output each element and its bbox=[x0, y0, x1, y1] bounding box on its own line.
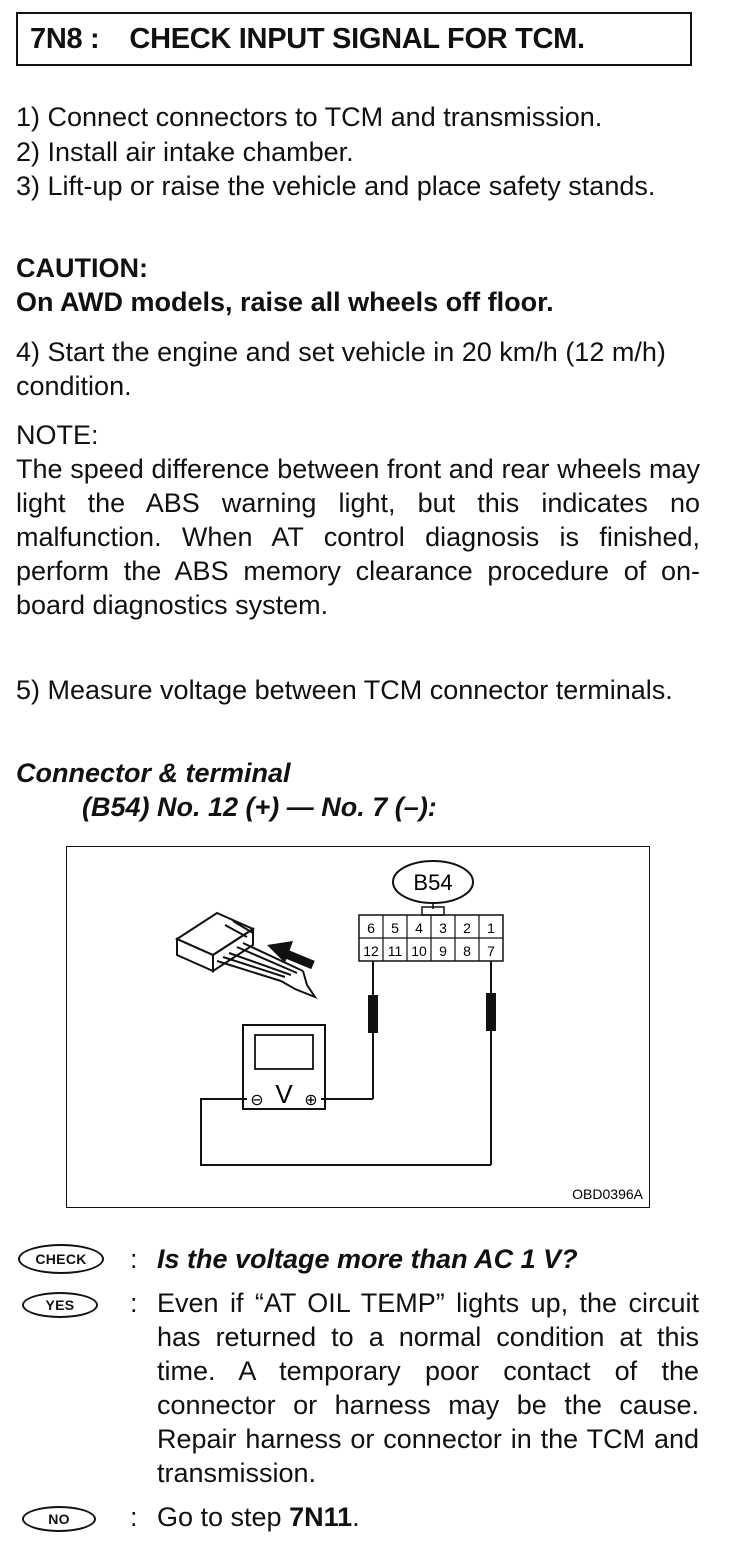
check-question: Is the voltage more than AC 1 V? bbox=[157, 1244, 578, 1274]
connector-spec: (B54) No. 12 (+) — No. 7 (–): bbox=[82, 792, 437, 822]
figure-id: OBD0396A bbox=[572, 1186, 643, 1202]
pin-label: 3 bbox=[439, 920, 447, 936]
connector-latch bbox=[421, 906, 445, 916]
caution-label: CAUTION: bbox=[16, 253, 148, 283]
voltmeter-body bbox=[242, 1024, 326, 1110]
pin-label: 2 bbox=[463, 920, 471, 936]
pin-label: 7 bbox=[487, 943, 495, 959]
yes-text: Even if “AT OIL TEMP” lights up, the cir… bbox=[157, 1288, 699, 1488]
step-1: 1) Connect connectors to TCM and transmi… bbox=[16, 102, 603, 132]
step-title: CHECK INPUT SIGNAL FOR TCM. bbox=[129, 22, 585, 55]
step-3: 3) Lift-up or raise the vehicle and plac… bbox=[16, 171, 656, 201]
wiring-diagram: 6 5 4 3 2 1 12 11 10 9 8 7 B54 bbox=[66, 846, 650, 1208]
no-badge: NO bbox=[22, 1506, 96, 1532]
pin-label: 1 bbox=[487, 920, 495, 936]
pin-label: 9 bbox=[439, 943, 447, 959]
next-step-link: 7N11 bbox=[289, 1502, 353, 1532]
note-text: The speed difference between front and r… bbox=[16, 454, 700, 620]
pin-label: 11 bbox=[388, 943, 403, 959]
pin-label: 8 bbox=[463, 943, 471, 959]
pin-label: 6 bbox=[367, 920, 375, 936]
plus-terminal: ⊕ bbox=[304, 1090, 317, 1109]
pin-label: 12 bbox=[363, 943, 379, 959]
connector-heading: Connector & terminal bbox=[16, 758, 291, 788]
step-code: 7N8 : bbox=[30, 22, 100, 55]
arrow-icon bbox=[267, 941, 315, 970]
yes-colon: : bbox=[130, 1288, 138, 1318]
step-2: 2) Install air intake chamber. bbox=[16, 137, 354, 167]
pin-label: 4 bbox=[415, 920, 423, 936]
pin-label: 10 bbox=[411, 943, 427, 959]
yes-badge: YES bbox=[22, 1292, 98, 1318]
no-colon: : bbox=[130, 1502, 138, 1532]
connector-illustration bbox=[174, 911, 318, 1000]
probe-left bbox=[368, 995, 378, 1033]
voltmeter-symbol: V bbox=[275, 1079, 293, 1109]
caution-text: On AWD models, raise all wheels off floo… bbox=[16, 287, 554, 317]
step-title-box: 7N8 : CHECK INPUT SIGNAL FOR TCM. bbox=[16, 12, 692, 66]
check-colon: : bbox=[130, 1244, 138, 1274]
voltmeter-display bbox=[254, 1034, 314, 1070]
step-4: 4) Start the engine and set vehicle in 2… bbox=[16, 337, 666, 401]
diagram-svg: 6 5 4 3 2 1 12 11 10 9 8 7 B54 bbox=[174, 860, 644, 1202]
minus-terminal: ⊖ bbox=[250, 1090, 263, 1109]
note-label: NOTE: bbox=[16, 420, 99, 450]
pin-label: 5 bbox=[391, 920, 399, 936]
no-text: Go to step 7N11. bbox=[157, 1502, 360, 1532]
probe-right bbox=[486, 993, 496, 1031]
connector-name: B54 bbox=[413, 870, 452, 895]
step-5: 5) Measure voltage between TCM connector… bbox=[16, 675, 673, 705]
check-badge: CHECK bbox=[18, 1244, 104, 1274]
